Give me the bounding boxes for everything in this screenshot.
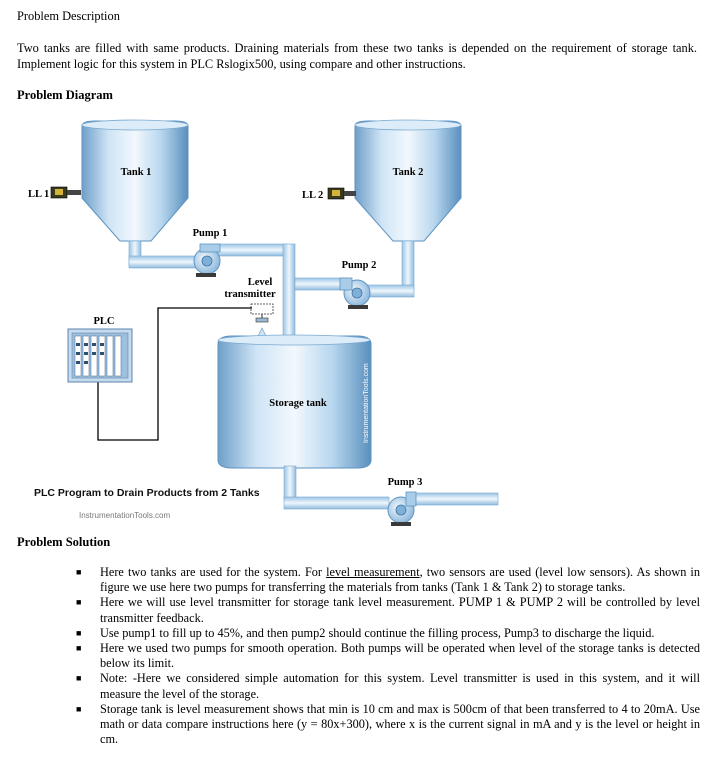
ll1-sensor-icon	[50, 186, 81, 199]
diagram-caption: PLC Program to Drain Products from 2 Tan…	[34, 487, 260, 499]
tank-1	[81, 119, 189, 242]
bullet-icon: ■	[76, 627, 82, 638]
problem-description-text: Two tanks are filled with same products.…	[17, 41, 697, 71]
problem-solution-heading: Problem Solution	[17, 535, 111, 549]
solution-bullet-list: ■ Here two tanks are used for the system…	[0, 565, 720, 747]
list-item: ■ Storage tank is level measurement show…	[76, 701, 700, 747]
pump-2-icon	[339, 277, 371, 309]
tank-2	[354, 119, 462, 242]
pipe-pump1-storage	[214, 243, 296, 341]
list-item: ■ Here we will use level transmitter for…	[76, 595, 700, 625]
process-diagram: Tank 1 Tank 2 LL 1 LL 2 Pump 1	[28, 119, 499, 526]
list-item: ■ Note: -Here we considered simple autom…	[76, 671, 700, 701]
level-transmitter-icon	[250, 303, 274, 337]
bullet-icon: ■	[76, 567, 82, 577]
section-label-problem-description: Problem Description	[17, 9, 120, 23]
pipe-tank2-pump2	[367, 240, 415, 298]
ll2-sensor-icon	[327, 187, 356, 200]
list-item: ■ Here two tanks are used for the system…	[76, 565, 700, 595]
side-watermark: InstrumentationTools.com	[363, 363, 370, 443]
storage-tank	[217, 334, 372, 469]
list-item: ■ Use pump1 to fill up to 45%, and then …	[76, 625, 655, 640]
bullet-icon: ■	[76, 597, 82, 608]
level-transmitter-label-line2: transmitter	[224, 289, 276, 300]
ll2-label: LL 2	[302, 190, 323, 201]
list-item: ■ Here we used two pumps for smooth oper…	[76, 641, 700, 671]
tank-1-label: Tank 1	[121, 167, 152, 178]
pump-1-icon	[193, 243, 221, 277]
pump-3-icon	[387, 491, 417, 526]
level-measurement-link[interactable]: level measurement	[326, 565, 420, 579]
pipe-pump2-storage	[294, 277, 348, 291]
pipe-storage-pump3	[283, 465, 499, 510]
problem-diagram-heading: Problem Diagram	[17, 88, 113, 102]
bullet-icon: ■	[76, 643, 82, 654]
bullet-icon: ■	[76, 703, 82, 714]
bottom-watermark: InstrumentationTools.com	[79, 511, 170, 520]
level-transmitter-label-line1: Level	[248, 277, 273, 288]
storage-tank-label: Storage tank	[269, 398, 327, 409]
bullet-icon: ■	[76, 673, 82, 684]
signal-wire	[97, 307, 252, 441]
pipe-tank1-pump1	[128, 240, 200, 269]
tank-2-label: Tank 2	[393, 167, 424, 178]
pump-1-label: Pump 1	[193, 228, 228, 239]
pump-3-label: Pump 3	[388, 477, 423, 488]
plc-label: PLC	[94, 316, 115, 327]
ll1-label: LL 1	[28, 189, 49, 200]
plc-icon	[67, 328, 133, 383]
pump-2-label: Pump 2	[342, 260, 377, 271]
